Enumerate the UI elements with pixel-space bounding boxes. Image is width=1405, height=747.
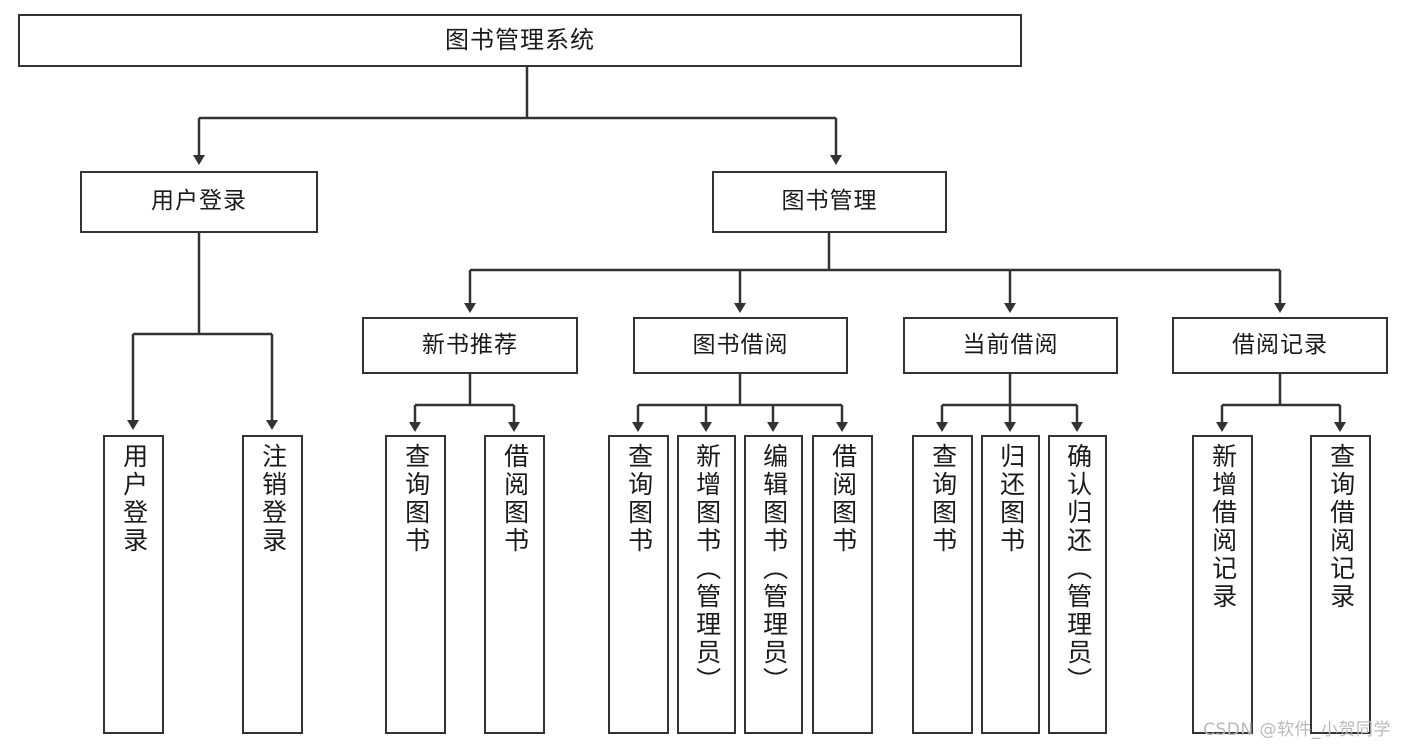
node-book-borrow[interactable]: 图书借阅: [633, 317, 848, 374]
node-leaf-return-book[interactable]: 归还图书: [981, 435, 1040, 734]
node-label: 借阅记录: [1232, 331, 1328, 358]
node-label: 注销登录: [258, 443, 288, 555]
node-new-book-recommend[interactable]: 新书推荐: [362, 317, 578, 374]
node-label: 确认归还（管理员）: [1063, 443, 1093, 695]
node-label: 查询图书: [401, 443, 431, 555]
node-label: 借阅图书: [828, 443, 858, 555]
node-label: 图书管理系统: [445, 26, 595, 55]
node-label: 当前借阅: [962, 331, 1059, 358]
node-borrow-record[interactable]: 借阅记录: [1172, 317, 1388, 374]
node-leaf-query-book-1[interactable]: 查询图书: [385, 435, 446, 734]
node-leaf-add-book[interactable]: 新增图书（管理员）: [677, 435, 736, 734]
node-label: 用户登录: [119, 443, 149, 555]
node-leaf-add-record[interactable]: 新增借阅记录: [1192, 435, 1253, 734]
node-label: 查询图书: [624, 443, 654, 555]
node-leaf-borrow-book-2[interactable]: 借阅图书: [812, 435, 873, 734]
node-root-system[interactable]: 图书管理系统: [18, 14, 1022, 67]
node-label: 新增借阅记录: [1208, 443, 1238, 611]
node-label: 查询图书: [928, 443, 958, 555]
node-leaf-query-record[interactable]: 查询借阅记录: [1310, 435, 1371, 734]
node-label: 新增图书（管理员）: [692, 443, 722, 695]
node-label: 图书借阅: [692, 331, 789, 358]
node-label: 新书推荐: [422, 331, 518, 358]
node-leaf-user-logout[interactable]: 注销登录: [242, 435, 303, 734]
node-leaf-borrow-book-1[interactable]: 借阅图书: [484, 435, 545, 734]
node-leaf-confirm-return[interactable]: 确认归还（管理员）: [1048, 435, 1107, 734]
node-label: 借阅图书: [500, 443, 530, 555]
node-label: 查询借阅记录: [1326, 443, 1356, 611]
node-leaf-query-book-3[interactable]: 查询图书: [912, 435, 973, 734]
node-leaf-user-login[interactable]: 用户登录: [103, 435, 164, 734]
node-leaf-edit-book[interactable]: 编辑图书（管理员）: [744, 435, 803, 734]
node-label: 编辑图书（管理员）: [759, 443, 789, 695]
node-label: 归还图书: [996, 443, 1026, 555]
node-label: 用户登录: [151, 188, 247, 215]
node-leaf-query-book-2[interactable]: 查询图书: [608, 435, 669, 734]
node-user-login[interactable]: 用户登录: [80, 171, 318, 233]
node-current-borrow[interactable]: 当前借阅: [903, 317, 1118, 374]
watermark-text: CSDN @软件_小贺同学: [1203, 720, 1391, 740]
node-label: 图书管理: [781, 188, 878, 215]
node-book-manage[interactable]: 图书管理: [712, 171, 947, 233]
